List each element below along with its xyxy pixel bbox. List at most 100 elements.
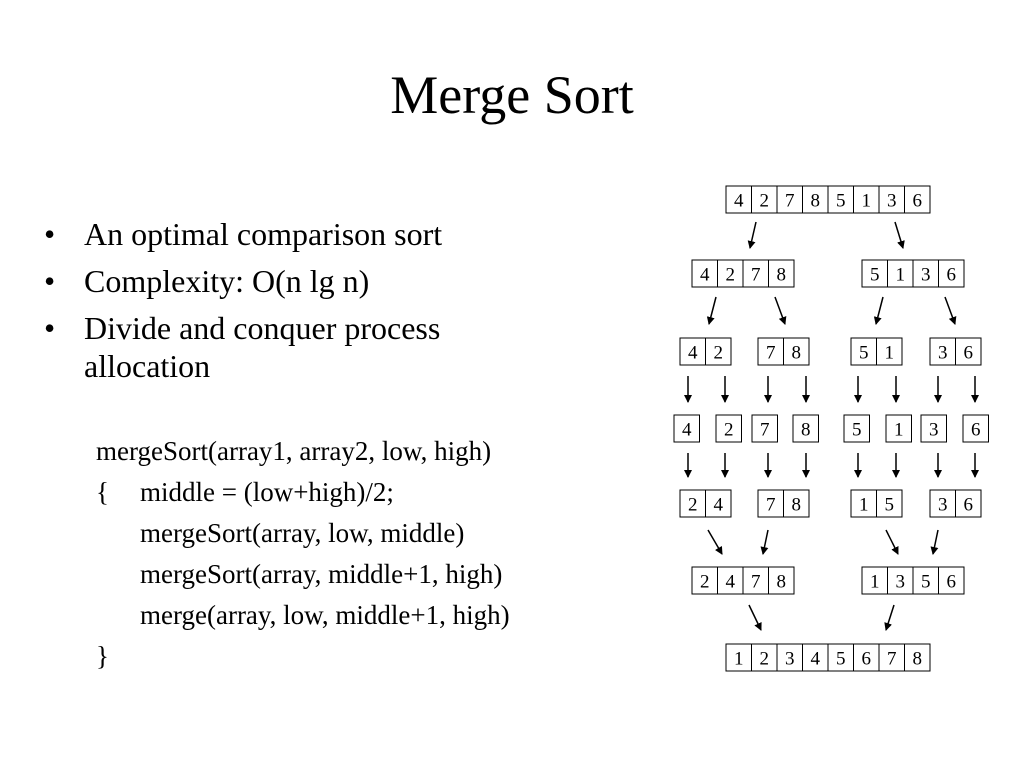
bullet-marker: •	[44, 216, 56, 252]
array-cell	[792, 414, 819, 443]
array-cell	[827, 643, 854, 672]
array-cell	[955, 337, 982, 366]
array-cell	[827, 185, 854, 214]
array-cell	[757, 489, 784, 518]
array-cell-value: 1	[894, 420, 904, 441]
array-cell	[742, 566, 769, 595]
array-cell-value: 6	[862, 649, 872, 670]
down-arrow-icon	[930, 529, 939, 555]
code-signature: mergeSort(array1, array2, low, high)	[96, 436, 492, 466]
down-arrow-icon	[873, 296, 884, 325]
array-cell-value: 2	[726, 265, 736, 286]
down-arrow-icon	[884, 604, 895, 631]
slide-title: Merge Sort	[390, 65, 634, 125]
array-cell-value: 8	[792, 343, 802, 364]
array-cell-value: 2	[688, 495, 698, 516]
array-cell-value: 3	[785, 649, 795, 670]
down-arrow-icon	[747, 221, 757, 249]
array-box: 8	[792, 414, 819, 443]
code-line: merge(array, low, middle+1, high)	[140, 600, 510, 630]
array-cell	[802, 643, 829, 672]
array-cell-value: 7	[760, 420, 770, 441]
array-cell-value: 1	[862, 191, 872, 212]
code-line: mergeSort(array, low, middle)	[140, 518, 465, 548]
array-cell	[912, 259, 939, 288]
array-cell-value: 2	[760, 191, 770, 212]
array-cell-value: 5	[885, 495, 895, 516]
array-cell-value: 2	[724, 420, 734, 441]
bullet-item: • An optimal comparison sort	[42, 215, 602, 253]
down-arrow-icon	[894, 221, 905, 249]
array-cell-value: 4	[734, 191, 744, 212]
array-box: 2	[715, 414, 742, 443]
array-cell	[768, 566, 795, 595]
array-cell-value: 5	[836, 191, 846, 212]
code-open-brace: {	[96, 477, 109, 507]
array-cell-value: 6	[913, 191, 923, 212]
array-cell-value: 3	[887, 191, 897, 212]
down-arrow-icon	[944, 296, 957, 325]
array-cell-value: 7	[785, 191, 795, 212]
array-cell-value: 2	[700, 572, 710, 593]
array-cell	[853, 643, 880, 672]
array-cell-value: 7	[766, 495, 776, 516]
array-cell-value: 3	[896, 572, 906, 593]
array-cell-value: 3	[938, 495, 948, 516]
array-cell	[920, 414, 947, 443]
array-cell-value: 3	[929, 420, 939, 441]
array-cell	[878, 643, 905, 672]
array-cell	[850, 489, 877, 518]
array-cell	[853, 185, 880, 214]
array-box: 3	[920, 414, 947, 443]
array-cell-value: 6	[964, 343, 974, 364]
array-cell	[673, 414, 700, 443]
array-cell	[705, 489, 732, 518]
array-cell-value: 4	[726, 572, 736, 593]
array-cell-value: 7	[887, 649, 897, 670]
down-arrow-icon	[774, 296, 787, 325]
bullet-text: Complexity: O(n lg n)	[84, 263, 370, 299]
array-box: 5	[843, 414, 870, 443]
array-cell-value: 8	[913, 649, 923, 670]
array-cell-value: 7	[766, 343, 776, 364]
array-cell	[843, 414, 870, 443]
array-cell-value: 5	[852, 420, 862, 441]
bullet-marker: •	[44, 310, 56, 346]
array-cell	[742, 259, 769, 288]
array-box: 4	[673, 414, 700, 443]
array-cell	[751, 414, 778, 443]
array-cell	[876, 337, 903, 366]
array-cell	[904, 185, 931, 214]
array-cell	[776, 185, 803, 214]
array-cell	[783, 489, 810, 518]
bullet-marker: •	[44, 263, 56, 299]
code-line-text: middle = (low+high)/2;	[140, 477, 394, 507]
array-cell	[776, 643, 803, 672]
code-line: { middle = (low+high)/2;	[96, 472, 636, 513]
array-cell-value: 1	[896, 265, 906, 286]
array-cell-value: 8	[811, 191, 821, 212]
array-cell	[751, 643, 778, 672]
array-cell	[768, 259, 795, 288]
array-cell-value: 8	[777, 572, 787, 593]
array-cell-value: 8	[801, 420, 811, 441]
down-arrow-icon	[885, 529, 899, 555]
code-line: mergeSort(array, middle+1, high)	[140, 559, 503, 589]
bullet-text: Divide and conquer process	[84, 310, 441, 346]
array-cell	[912, 566, 939, 595]
array-cell-value: 1	[885, 343, 895, 364]
array-cell-value: 4	[682, 420, 692, 441]
array-cell-value: 5	[870, 265, 880, 286]
